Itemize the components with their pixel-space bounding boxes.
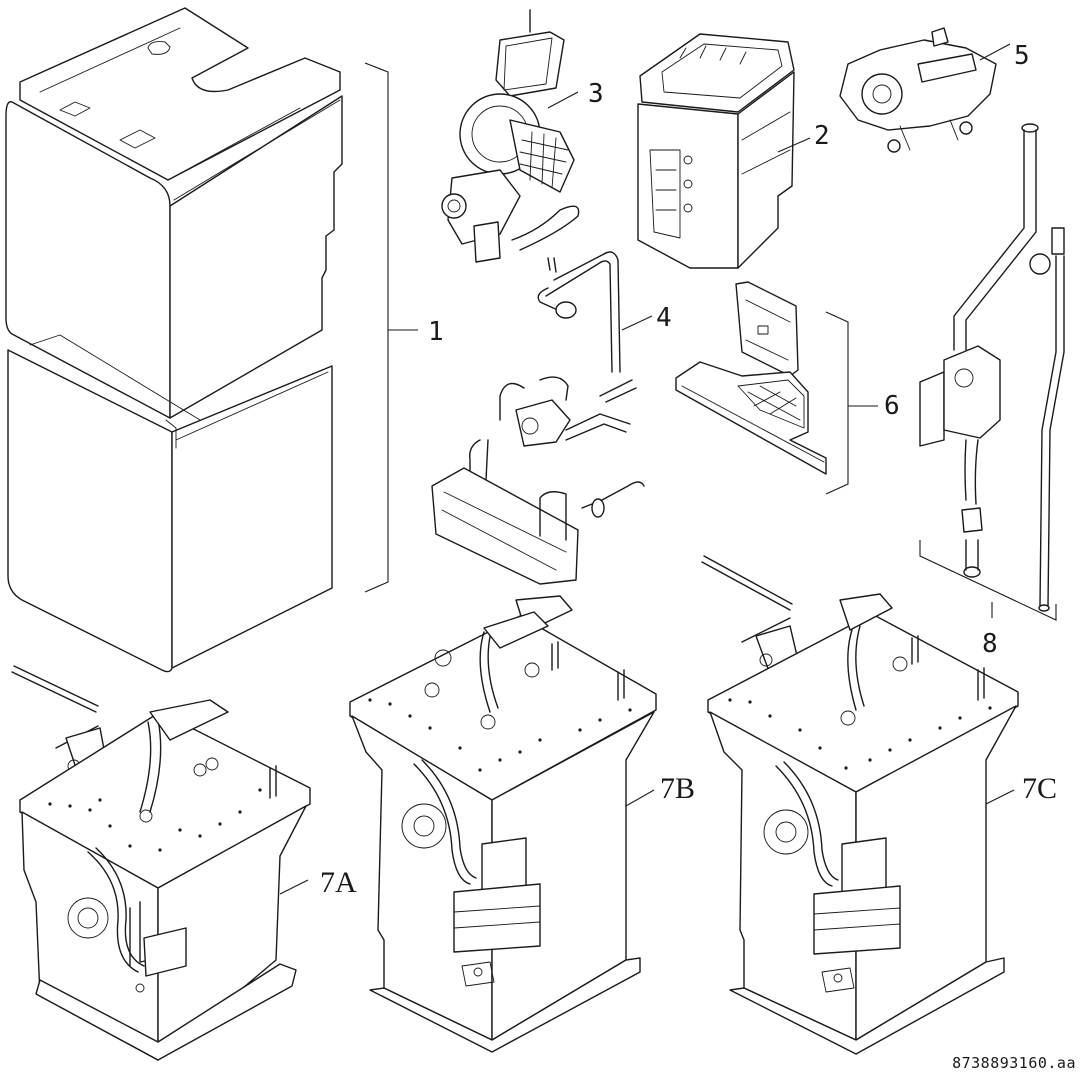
callout-1: 1 <box>428 317 444 347</box>
callout-7b: 7B <box>660 772 695 805</box>
part-7a-frame[interactable] <box>11 665 311 1061</box>
callout-3: 3 <box>588 79 604 109</box>
callout-7c: 7C <box>1022 772 1057 805</box>
part-4-pipework[interactable] <box>431 251 653 585</box>
callout-7a: 7A <box>320 866 357 899</box>
part-7c-frame[interactable] <box>701 555 1019 1055</box>
callout-8: 8 <box>982 629 998 659</box>
part-1-casing[interactable] <box>5 7 418 673</box>
callout-5: 5 <box>1014 41 1030 71</box>
callout-6: 6 <box>884 391 900 421</box>
part-8-connection-pipes[interactable] <box>919 123 1065 621</box>
callout-4: 4 <box>656 303 672 333</box>
part-7b-frame[interactable] <box>349 595 657 1053</box>
drawing-number: 8738893160.aa <box>952 1054 1076 1072</box>
part-5-pump[interactable] <box>839 27 1011 153</box>
part-3-fan-assembly[interactable] <box>441 9 580 263</box>
part-2-heat-exchanger[interactable] <box>637 33 811 269</box>
callout-2: 2 <box>814 121 830 151</box>
part-6-control-parts[interactable] <box>675 281 878 495</box>
